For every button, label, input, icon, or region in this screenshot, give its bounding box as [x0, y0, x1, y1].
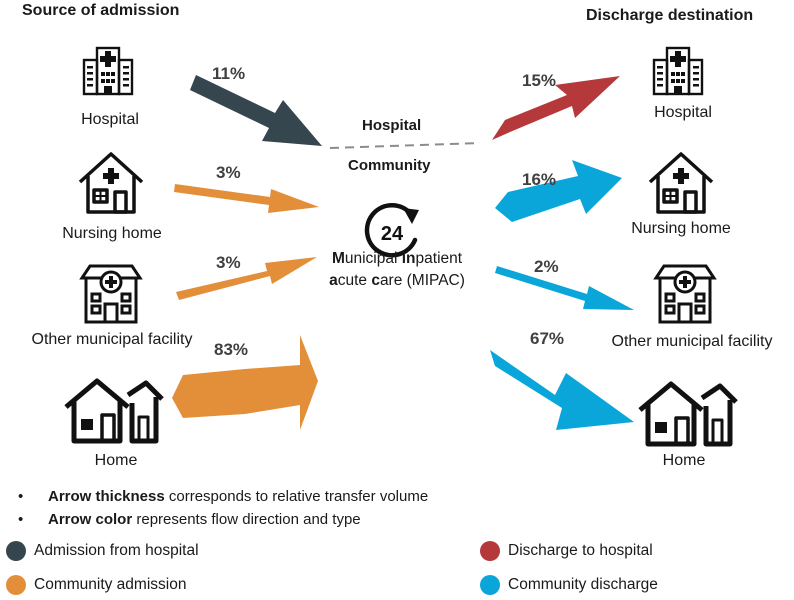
- percent-hospital-discharge: 15%: [522, 71, 557, 90]
- 24-hour-text: 24: [381, 223, 404, 245]
- legend-community-discharge: Community discharge: [480, 575, 658, 595]
- legend-swatch: [480, 541, 500, 561]
- arrow-hospital-admission: [190, 75, 322, 146]
- legend-discharge-to-hospital: Discharge to hospital: [480, 541, 653, 561]
- percent-home-admission: 83%: [214, 340, 249, 359]
- arrow-home-discharge: [490, 350, 634, 430]
- arrow-municipal-facility-admission: [176, 257, 317, 300]
- divider-label-hospital: Hospital: [362, 117, 422, 134]
- legend-label: Admission from hospital: [34, 542, 199, 559]
- hospital-icon: [652, 46, 704, 96]
- source-heading: Source of admission: [22, 2, 180, 19]
- mipac-label: Municipal inpatient acute care (MIPAC): [317, 248, 477, 292]
- destination-label-nursing-home: Nursing home: [631, 220, 731, 237]
- nursing-home-icon: [78, 152, 144, 214]
- percent-nursing-home-admission: 3%: [216, 163, 241, 182]
- legend-label: Community admission: [34, 576, 187, 593]
- 24-hour-cycle-icon: 24: [364, 203, 419, 258]
- home-icon: [638, 381, 738, 447]
- legend-swatch: [6, 541, 26, 561]
- percent-nursing-home-discharge: 16%: [522, 170, 557, 189]
- municipal-facility-icon: [653, 264, 717, 324]
- destination-label-municipal-facility: Other municipal facility: [611, 333, 773, 350]
- divider-label-community: Community: [348, 157, 431, 174]
- bullet-dot: •: [18, 511, 24, 528]
- mipac-line-1: Municipal inpatient: [331, 250, 463, 267]
- mipac-line-2: acute care (MIPAC): [329, 272, 465, 289]
- note-arrow-thickness: •Arrow thickness corresponds to relative…: [18, 488, 429, 505]
- municipal-facility-icon: [79, 264, 143, 324]
- destination-label-hospital: Hospital: [654, 104, 712, 121]
- arrow-nursing-home-admission: [174, 184, 319, 213]
- nursing-home-icon: [648, 152, 714, 214]
- destination-label-home: Home: [662, 452, 706, 469]
- legend-admission-from-hospital: Admission from hospital: [6, 541, 199, 561]
- percent-hospital-admission: 11%: [212, 64, 246, 83]
- source-label-nursing-home: Nursing home: [62, 225, 162, 242]
- legend-label: Discharge to hospital: [508, 542, 653, 559]
- arrow-hospital-discharge: [492, 76, 620, 140]
- hospital-icon: [82, 46, 134, 96]
- percent-municipal-facility-admission: 3%: [216, 253, 241, 272]
- destination-heading: Discharge destination: [586, 7, 754, 24]
- source-label-hospital: Hospital: [81, 111, 139, 128]
- bullet-dot: •: [18, 488, 24, 505]
- percent-home-discharge: 67%: [530, 329, 565, 348]
- arrow-municipal-facility-discharge: [495, 266, 634, 310]
- home-icon: [64, 378, 164, 444]
- legend-label: Community discharge: [508, 576, 658, 593]
- arrow-nursing-home-discharge: [495, 160, 622, 222]
- note-arrow-color: •Arrow color represents flow direction a…: [18, 511, 361, 528]
- hospital-community-divider: [329, 142, 481, 149]
- legend-swatch: [480, 575, 500, 595]
- legend-community-admission: Community admission: [6, 575, 186, 595]
- percent-municipal-facility-discharge: 2%: [534, 257, 559, 276]
- source-label-home: Home: [94, 452, 138, 469]
- source-label-municipal-facility: Other municipal facility: [31, 331, 193, 348]
- arrow-home-admission: [172, 335, 318, 430]
- legend-swatch: [6, 575, 26, 595]
